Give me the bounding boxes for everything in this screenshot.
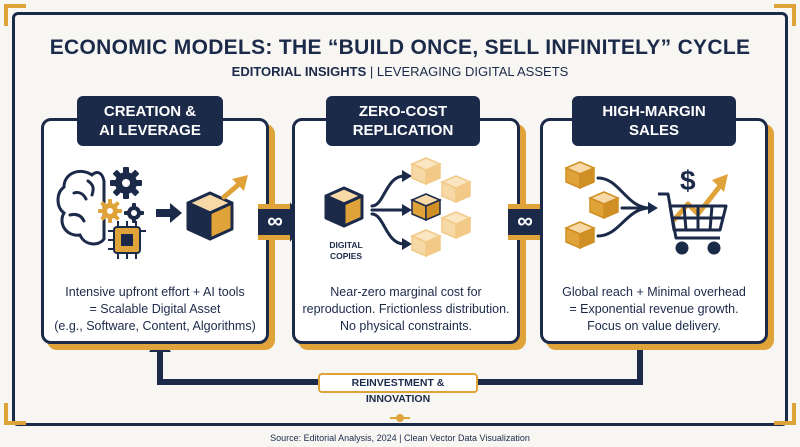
cube-icon <box>324 186 364 228</box>
gear-icon <box>110 167 142 199</box>
merge-arrows-icon <box>596 176 652 238</box>
panel-text-line: = Exponential revenue growth. <box>569 302 739 316</box>
shopping-cart-icon <box>658 192 728 255</box>
gear-icon <box>124 203 144 223</box>
dollar-icon: $ <box>680 165 696 196</box>
panel-text-line: (e.g., Software, Content, Algorithms) <box>54 319 256 333</box>
svg-text:$: $ <box>680 165 696 196</box>
infinity-icon: ∞ <box>517 208 533 233</box>
page-title: ECONOMIC MODELS: THE “BUILD ONCE, SELL I… <box>49 36 751 59</box>
digital-copies-label-line: DIGITAL <box>329 240 363 250</box>
brain-icon <box>56 170 106 246</box>
chip-icon <box>108 221 146 259</box>
cube-copies-icon <box>410 157 472 258</box>
digital-copies-label: DIGITAL COPIES <box>326 240 366 262</box>
panel-description-replication: Near-zero marginal cost for reproduction… <box>296 284 516 335</box>
panel-title-line: CREATION & <box>103 103 197 120</box>
subtitle-bold: EDITORIAL INSIGHTS <box>231 64 367 79</box>
subtitle-rest: | LEVERAGING DIGITAL ASSETS <box>366 64 569 79</box>
growth-arrow-icon <box>221 175 248 200</box>
panel-title-line: HIGH-MARGIN <box>602 103 706 120</box>
panel-text-line: Global reach + Minimal overhead <box>562 285 746 299</box>
cube-stack-icon <box>564 161 620 250</box>
digital-copies-label-line: COPIES <box>329 251 363 261</box>
panel-description-sales: Global reach + Minimal overhead = Expone… <box>546 284 762 335</box>
panel-title-line: SALES <box>628 122 679 139</box>
outer-frame <box>12 12 788 426</box>
panel-text-line: reproduction. Frictionless distribution. <box>302 302 510 316</box>
creation-illustration <box>56 167 248 259</box>
corner-accent <box>774 4 796 26</box>
corner-accent <box>4 403 26 425</box>
page-subtitle: EDITORIAL INSIGHTS | LEVERAGING DIGITAL … <box>0 64 800 79</box>
source-footnote: Source: Editorial Analysis, 2024 | Clean… <box>270 433 530 443</box>
replication-illustration <box>324 157 472 258</box>
panel-title-line: ZERO-COST <box>358 103 448 120</box>
panel-title-sales: HIGH-MARGIN SALES <box>572 96 736 146</box>
panel-text-line: No physical constraints. <box>339 319 472 333</box>
panel-text-line: = Scalable Digital Asset <box>89 302 221 316</box>
panel-text-line: Intensive upfront effort + AI tools <box>65 285 245 299</box>
sales-illustration: $ <box>564 161 728 255</box>
panel-title-creation: CREATION & AI LEVERAGE <box>77 96 223 146</box>
panel-title-line: REPLICATION <box>352 122 454 139</box>
corner-accent <box>4 4 26 26</box>
panel-replication <box>292 118 520 344</box>
panel-title-line: AI LEVERAGE <box>99 122 201 139</box>
growth-arrow-icon <box>671 174 728 223</box>
panel-text-line: Focus on value delivery. <box>587 319 721 333</box>
reinvestment-label: REINVESTMENT & INNOVATION <box>318 373 478 405</box>
infinity-icon: ∞ <box>267 208 283 233</box>
branch-arrows-icon <box>370 174 406 246</box>
gear-icon <box>98 199 122 223</box>
corner-accent <box>774 403 796 425</box>
arrow-right-icon <box>156 203 182 223</box>
panel-description-creation: Intensive upfront effort + AI tools = Sc… <box>47 284 263 335</box>
cube-icon <box>186 191 234 241</box>
panel-title-replication: ZERO-COST REPLICATION <box>326 96 480 146</box>
panel-text-line: Near-zero marginal cost for <box>330 285 482 299</box>
